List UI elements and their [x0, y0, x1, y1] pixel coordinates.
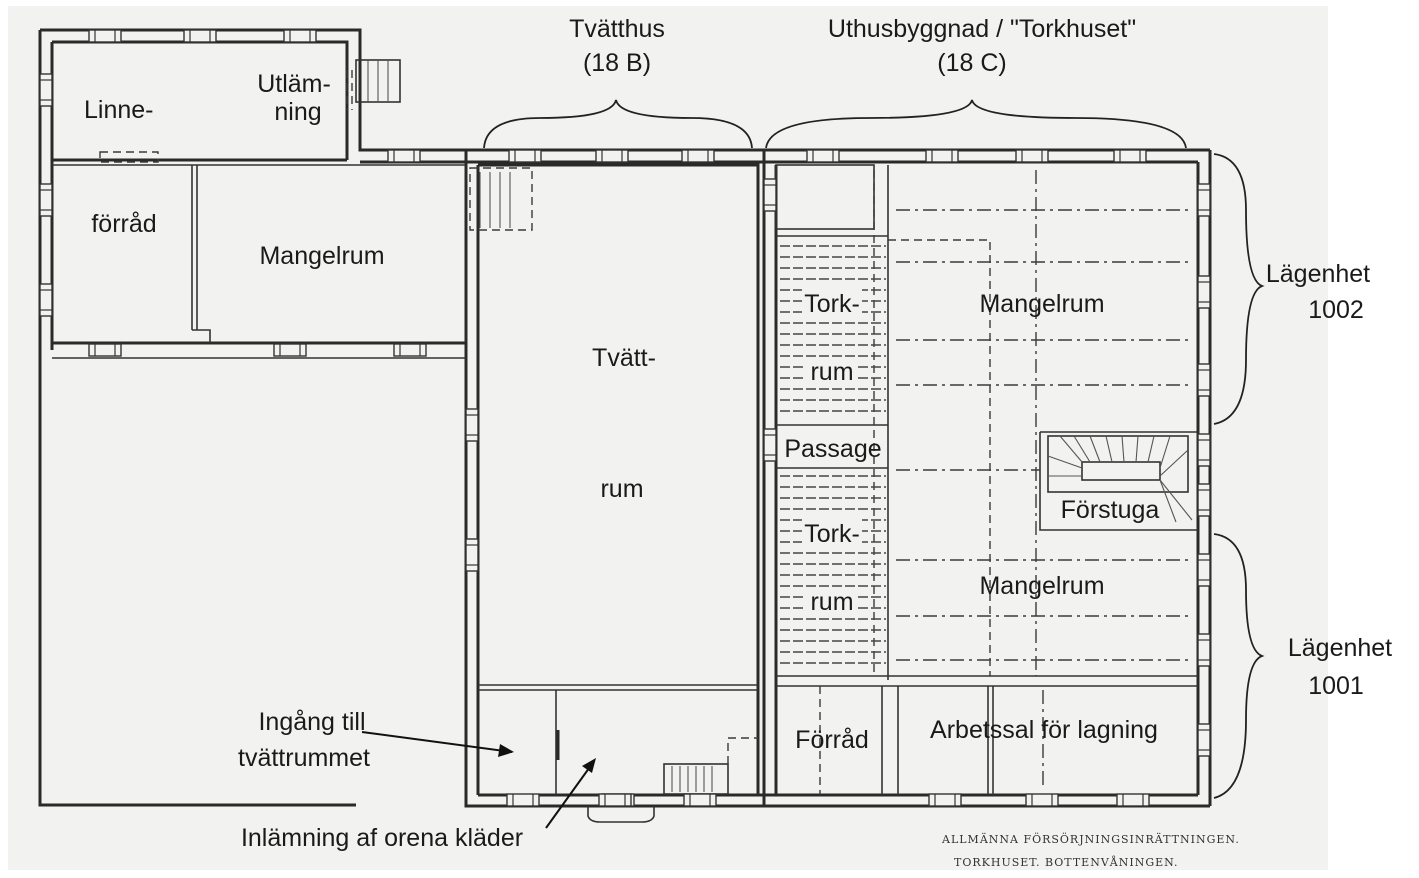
window-marks — [39, 29, 1211, 807]
window — [39, 73, 53, 107]
window — [763, 428, 777, 462]
label-forstuga: Förstuga — [1061, 496, 1160, 524]
label-arbetssal: Arbetssal för lagning — [930, 716, 1158, 744]
window — [88, 29, 122, 43]
window — [506, 793, 540, 807]
label-ingang-1: Ingång till — [258, 708, 365, 736]
entrance-step — [587, 806, 655, 823]
inlamning-arrowhead — [582, 758, 596, 773]
label-18c: (18 C) — [937, 49, 1006, 77]
window — [1025, 793, 1059, 807]
label-linne: Linne- — [84, 96, 154, 124]
inlamning-arrow — [545, 763, 593, 829]
window — [1197, 483, 1211, 517]
window — [1197, 363, 1211, 397]
window — [925, 149, 959, 163]
tvatthus-brace — [483, 99, 753, 149]
window — [806, 149, 840, 163]
window — [1197, 433, 1211, 467]
window — [39, 283, 53, 317]
window — [88, 343, 122, 357]
window — [1197, 183, 1211, 217]
label-tork-bottom-rum: rum — [810, 588, 853, 616]
window — [508, 149, 542, 163]
label-1002: 1002 — [1308, 296, 1364, 324]
label-tork-top-rum: rum — [810, 358, 853, 386]
label-tork-bottom: Tork- — [804, 520, 860, 548]
tork-bottom-label-bg — [802, 518, 862, 546]
east-building-walls — [762, 150, 1198, 806]
arrows — [361, 731, 596, 829]
label-lagenhet-1001: Lägenhet — [1288, 634, 1392, 662]
lagenhet-1001-brace — [1213, 533, 1265, 799]
window — [595, 149, 629, 163]
label-18b: (18 B) — [583, 49, 651, 77]
braces — [483, 99, 1265, 799]
label-tvatt-rum: rum — [600, 475, 643, 503]
window — [598, 793, 632, 807]
window — [1197, 553, 1211, 587]
ingang-arrow — [361, 731, 513, 753]
label-uthusbyggnad: Uthusbyggnad / "Torkhuset" — [828, 15, 1136, 43]
window — [683, 793, 717, 807]
window — [1015, 149, 1049, 163]
label-lagenhet-1002: Lägenhet — [1266, 260, 1370, 288]
outer-walls — [38, 28, 1212, 808]
window — [681, 149, 715, 163]
label-forrad-left: förråd — [91, 210, 156, 238]
window — [393, 343, 427, 357]
window — [1197, 275, 1211, 309]
window — [283, 29, 317, 43]
caption-line-2: TORKHUSET. BOTTENVÅNINGEN. — [954, 855, 1179, 869]
window — [1116, 793, 1150, 807]
label-inlamning: Inlämning af orena kläder — [241, 824, 523, 852]
staircase — [1047, 435, 1193, 523]
tork-top-label-bg — [802, 288, 862, 316]
label-utlamning-1: Utläm- — [257, 70, 331, 98]
window — [387, 149, 421, 163]
label-mangelrum-bottom-right: Mangelrum — [979, 572, 1104, 600]
lagenhet-1002-brace — [1213, 153, 1265, 425]
label-tvatthus: Tvätthus — [569, 15, 665, 43]
window — [183, 29, 217, 43]
label-passage: Passage — [784, 435, 881, 463]
caption-line-1: ALLMÄNNA FÖRSÖRJNINGSINRÄTTNINGEN. — [941, 832, 1240, 846]
tvattrum-walls — [469, 163, 760, 795]
window — [273, 343, 307, 357]
label-1001: 1001 — [1308, 672, 1364, 700]
window — [39, 183, 53, 217]
label-forrad-right: Förråd — [795, 726, 869, 754]
window — [465, 538, 479, 572]
uthus-brace — [765, 99, 1187, 149]
ingang-arrowhead — [498, 744, 514, 757]
label-ingang-2: tvättrummet — [238, 744, 370, 772]
label-utlamning-2: ning — [274, 98, 321, 126]
rum-bottom-label-bg — [806, 588, 858, 614]
label-mangelrum-left: Mangelrum — [259, 242, 384, 270]
label-mangelrum-top-right: Mangelrum — [979, 290, 1104, 318]
window — [1197, 723, 1211, 757]
window — [1197, 633, 1211, 667]
window — [763, 178, 777, 212]
rum-top-label-bg — [806, 358, 858, 384]
window — [1113, 149, 1147, 163]
label-tork-top: Tork- — [804, 290, 860, 318]
west-wing-walls — [52, 70, 466, 359]
window — [928, 793, 962, 807]
label-tvatt: Tvätt- — [592, 344, 656, 372]
window — [465, 408, 479, 442]
